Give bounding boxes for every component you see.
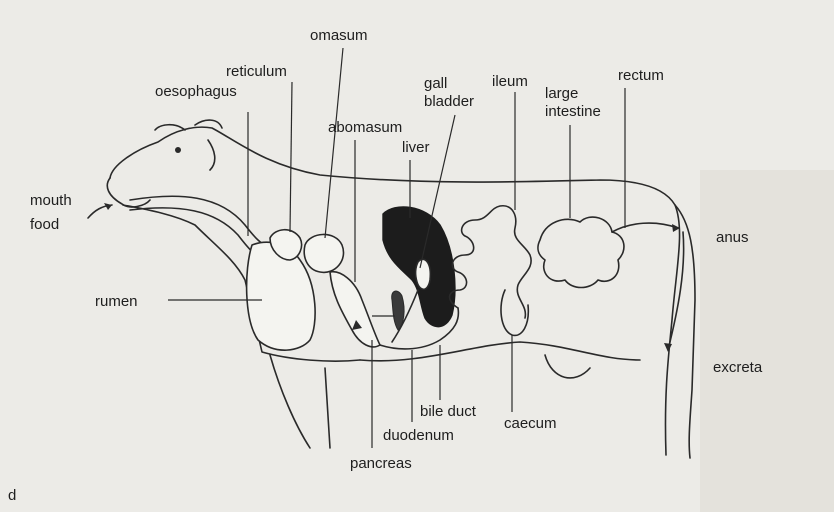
label-oesophagus: oesophagus (155, 83, 237, 100)
label-liver: liver (402, 139, 430, 156)
label-large-intestine-1: large (545, 85, 578, 102)
label-ileum: ileum (492, 73, 528, 90)
label-rumen: rumen (95, 293, 138, 310)
label-food: food (30, 216, 59, 233)
cow-eye (175, 147, 181, 153)
omasum (304, 234, 343, 272)
label-duodenum: duodenum (383, 427, 454, 444)
gall-bladder (416, 259, 431, 289)
label-gall-bladder-1: gall (424, 75, 447, 92)
label-reticulum: reticulum (226, 63, 287, 80)
label-anus: anus (716, 229, 749, 246)
label-abomasum: abomasum (328, 119, 402, 136)
label-pancreas: pancreas (350, 455, 412, 472)
label-large-intestine-2: intestine (545, 103, 601, 120)
bleed-through-panel (700, 170, 834, 512)
page-fragment-letter: d (8, 487, 16, 504)
label-rectum: rectum (618, 67, 664, 84)
label-excreta: excreta (713, 359, 763, 376)
label-bile-duct: bile duct (420, 403, 477, 420)
label-caecum: caecum (504, 415, 557, 432)
label-omasum: omasum (310, 27, 368, 44)
label-gall-bladder-2: bladder (424, 93, 474, 110)
label-mouth: mouth (30, 192, 72, 209)
